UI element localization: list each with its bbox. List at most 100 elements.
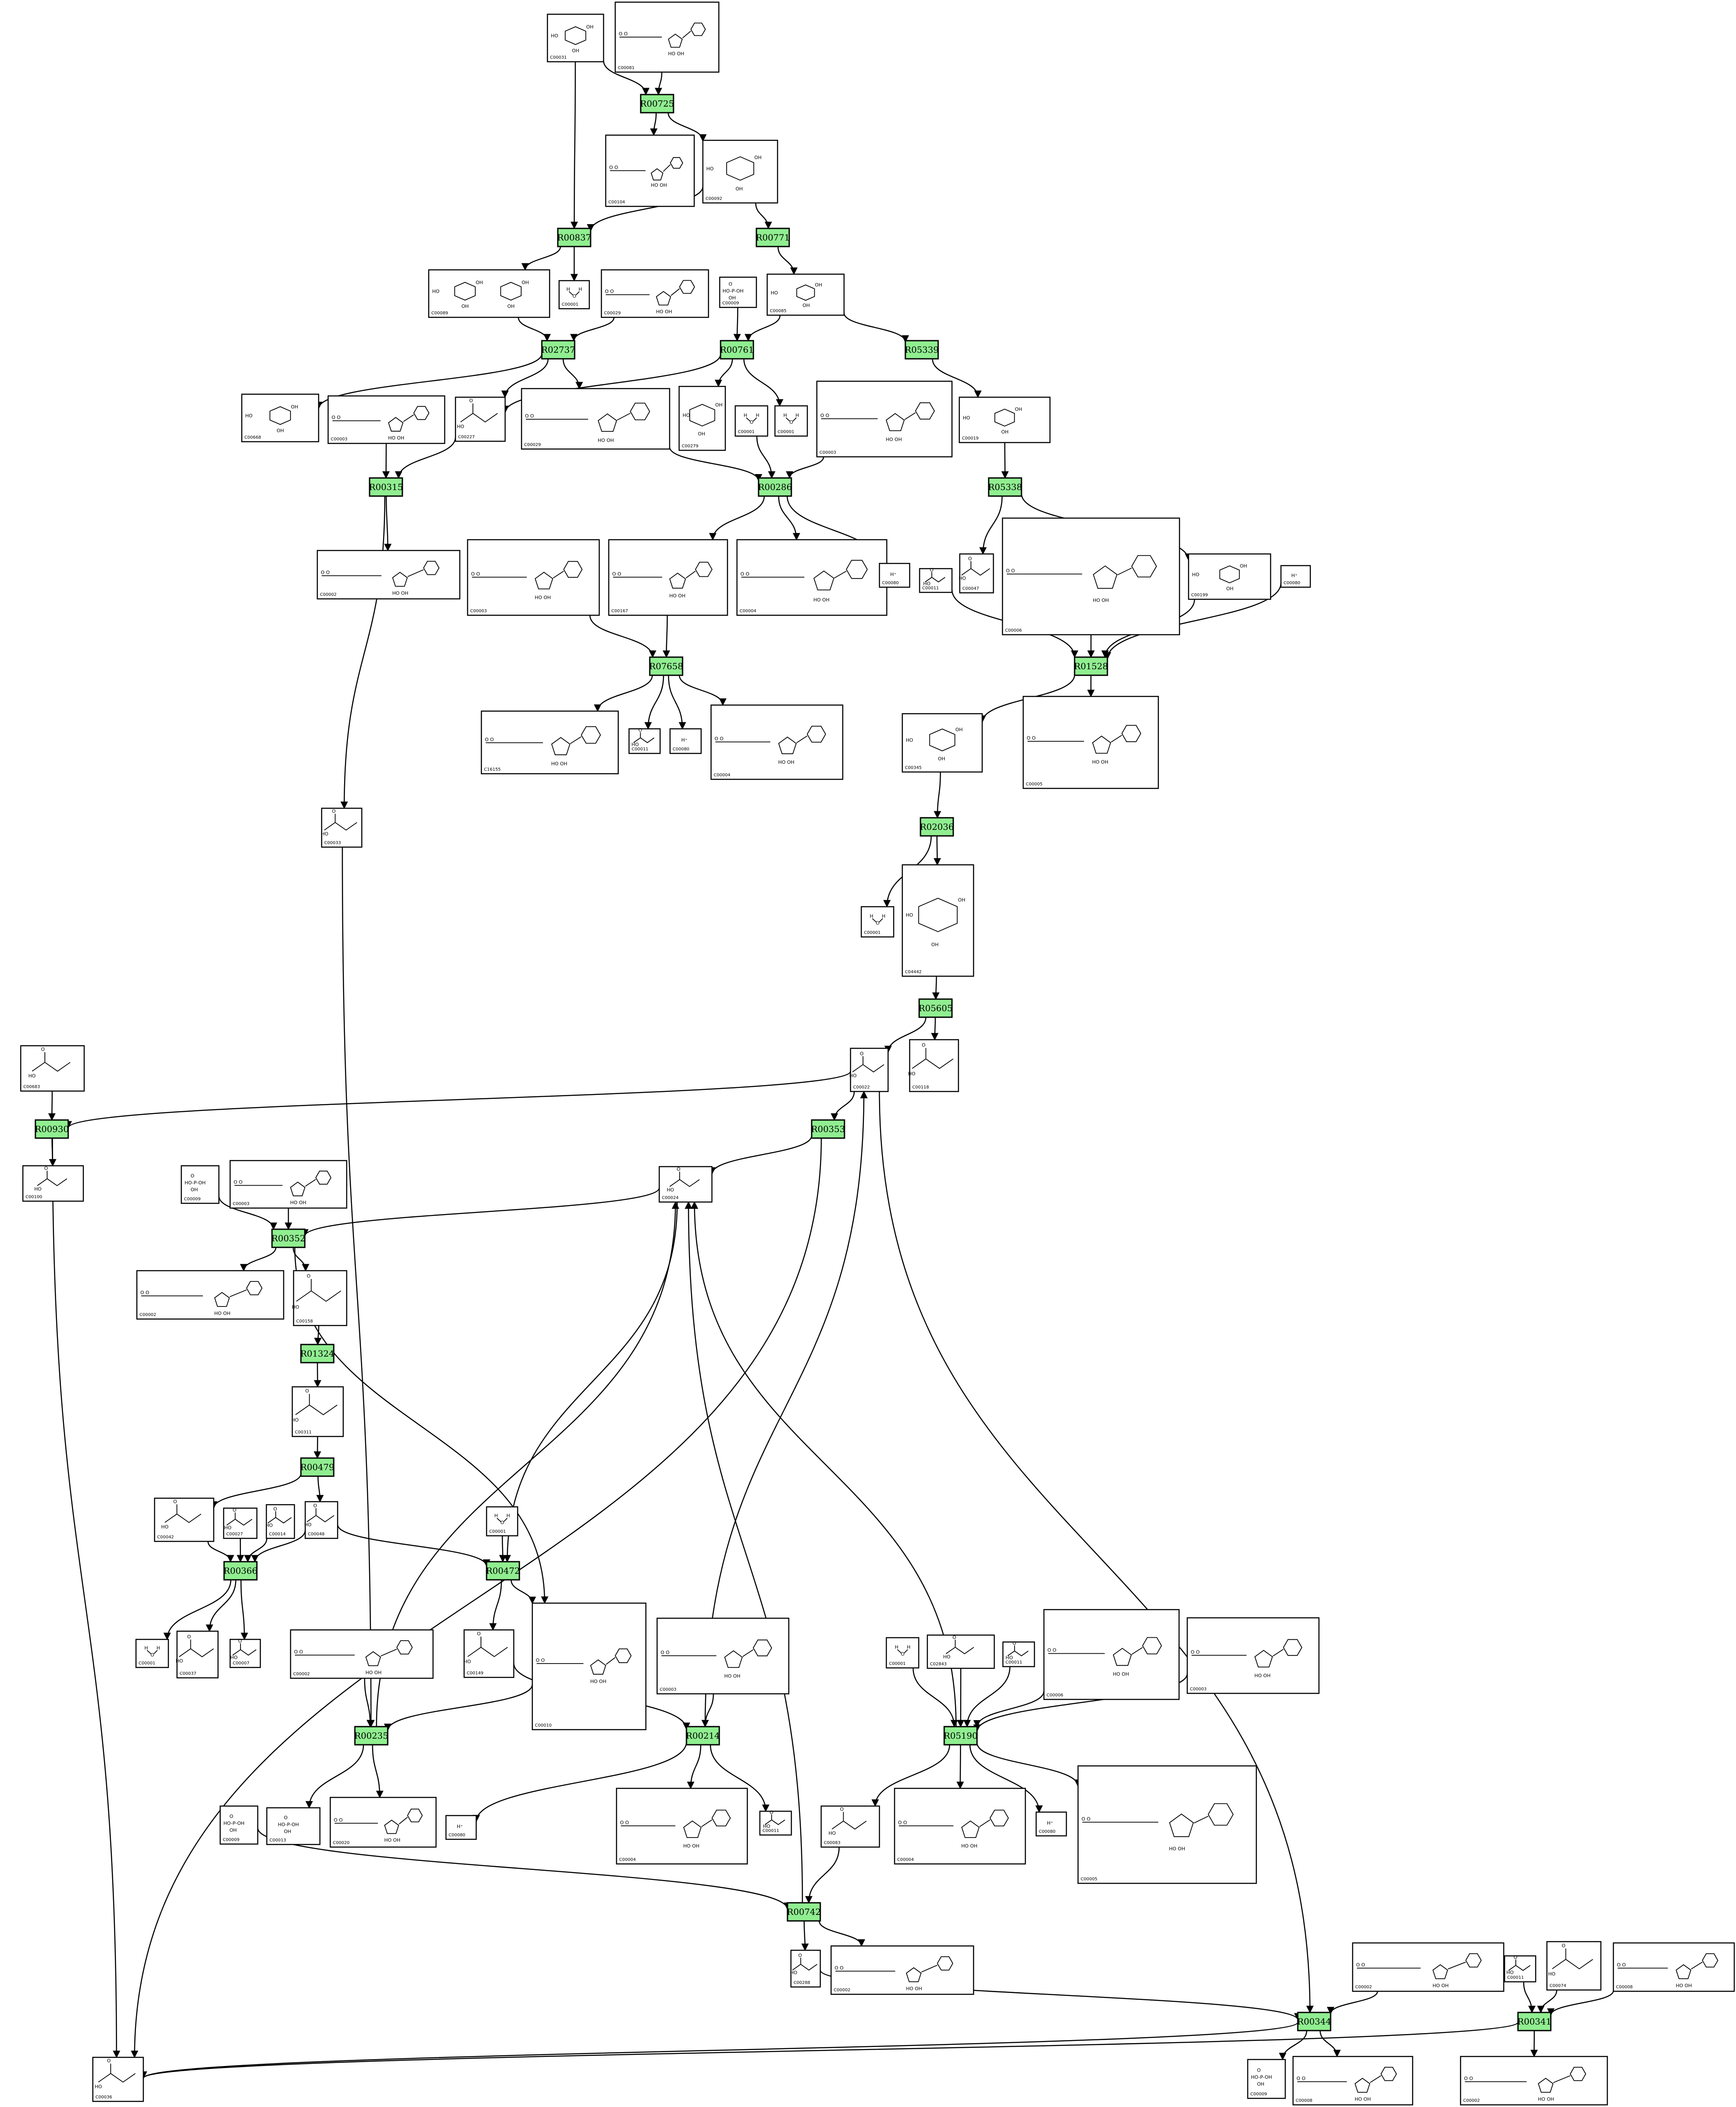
compound-C00080[interactable]: H⁺C00080	[1280, 565, 1311, 588]
reaction-R00771[interactable]: R00771	[756, 228, 790, 247]
reaction-R00366[interactable]: R00366	[223, 1561, 258, 1581]
reaction-R00344[interactable]: R00344	[1297, 2012, 1331, 2031]
compound-C00080[interactable]: H⁺C00080	[669, 728, 702, 754]
reaction-R00837[interactable]: R00837	[557, 228, 591, 247]
reaction-R00479[interactable]: R00479	[300, 1457, 335, 1477]
reaction-R00742[interactable]: R00742	[787, 1902, 821, 1922]
reaction-R01324[interactable]: R01324	[300, 1344, 335, 1364]
reaction-R00214[interactable]: R00214	[686, 1726, 720, 1746]
reaction-R07658[interactable]: R07658	[649, 656, 683, 676]
reaction-R00353[interactable]: R00353	[811, 1119, 845, 1139]
reaction-R02036[interactable]: R02036	[920, 817, 954, 837]
reaction-R00930[interactable]: R00930	[35, 1119, 69, 1139]
reaction-R05190[interactable]: R05190	[943, 1726, 978, 1746]
reaction-R00315[interactable]: R00315	[369, 477, 403, 497]
compound-C00080[interactable]: H⁺C00080	[1035, 1811, 1067, 1837]
reaction-R00725[interactable]: R00725	[640, 94, 674, 114]
reaction-R00352[interactable]: R00352	[271, 1228, 306, 1248]
reaction-R00235[interactable]: R00235	[354, 1726, 389, 1746]
reaction-R02737[interactable]: R02737	[541, 340, 576, 360]
reaction-R05339[interactable]: R05339	[904, 340, 939, 360]
reaction-R00761[interactable]: R00761	[720, 340, 754, 360]
reaction-R05605[interactable]: R05605	[918, 998, 953, 1018]
reaction-R00341[interactable]: R00341	[1517, 2012, 1552, 2031]
reaction-R01528[interactable]: R01528	[1074, 656, 1108, 676]
compound-C00080[interactable]: H⁺C00080	[879, 563, 911, 588]
reaction-R00286[interactable]: R00286	[758, 477, 792, 497]
reaction-R00472[interactable]: R00472	[486, 1561, 520, 1581]
